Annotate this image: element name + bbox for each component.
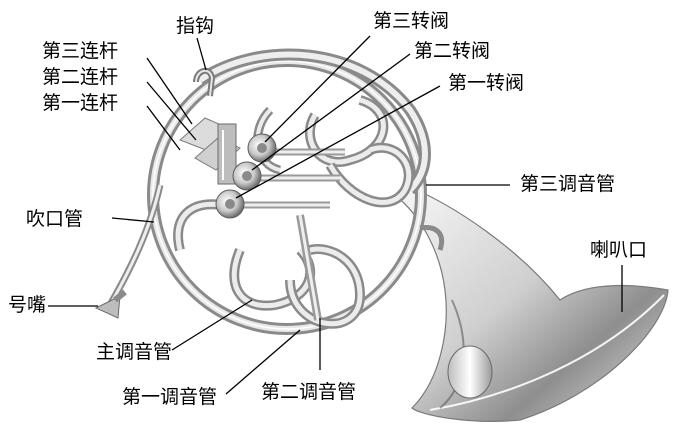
linkage-levers	[180, 118, 240, 184]
first-linkage-label: 第一连杆	[42, 92, 118, 114]
second-slide-label: 第二调音管	[261, 381, 356, 403]
second-linkage-label: 第二连杆	[42, 66, 118, 88]
second-valve-label: 第二转阀	[414, 40, 490, 62]
main-slide-label: 主调音管	[96, 341, 172, 363]
finger-hook-label: 指钩	[176, 15, 214, 37]
mouthpiece-label: 号嘴	[8, 294, 46, 316]
third-slide-label: 第三调音管	[520, 173, 615, 195]
bell-flare	[395, 185, 668, 421]
third-linkage-label: 第三连杆	[42, 40, 118, 62]
leadpipe-label: 吹口管	[26, 208, 83, 230]
third-valve-label: 第三转阀	[373, 10, 449, 32]
first-valve-label: 第一转阀	[448, 72, 524, 94]
first-slide-label: 第一调音管	[122, 386, 217, 408]
bell-label: 喇叭口	[590, 239, 647, 261]
